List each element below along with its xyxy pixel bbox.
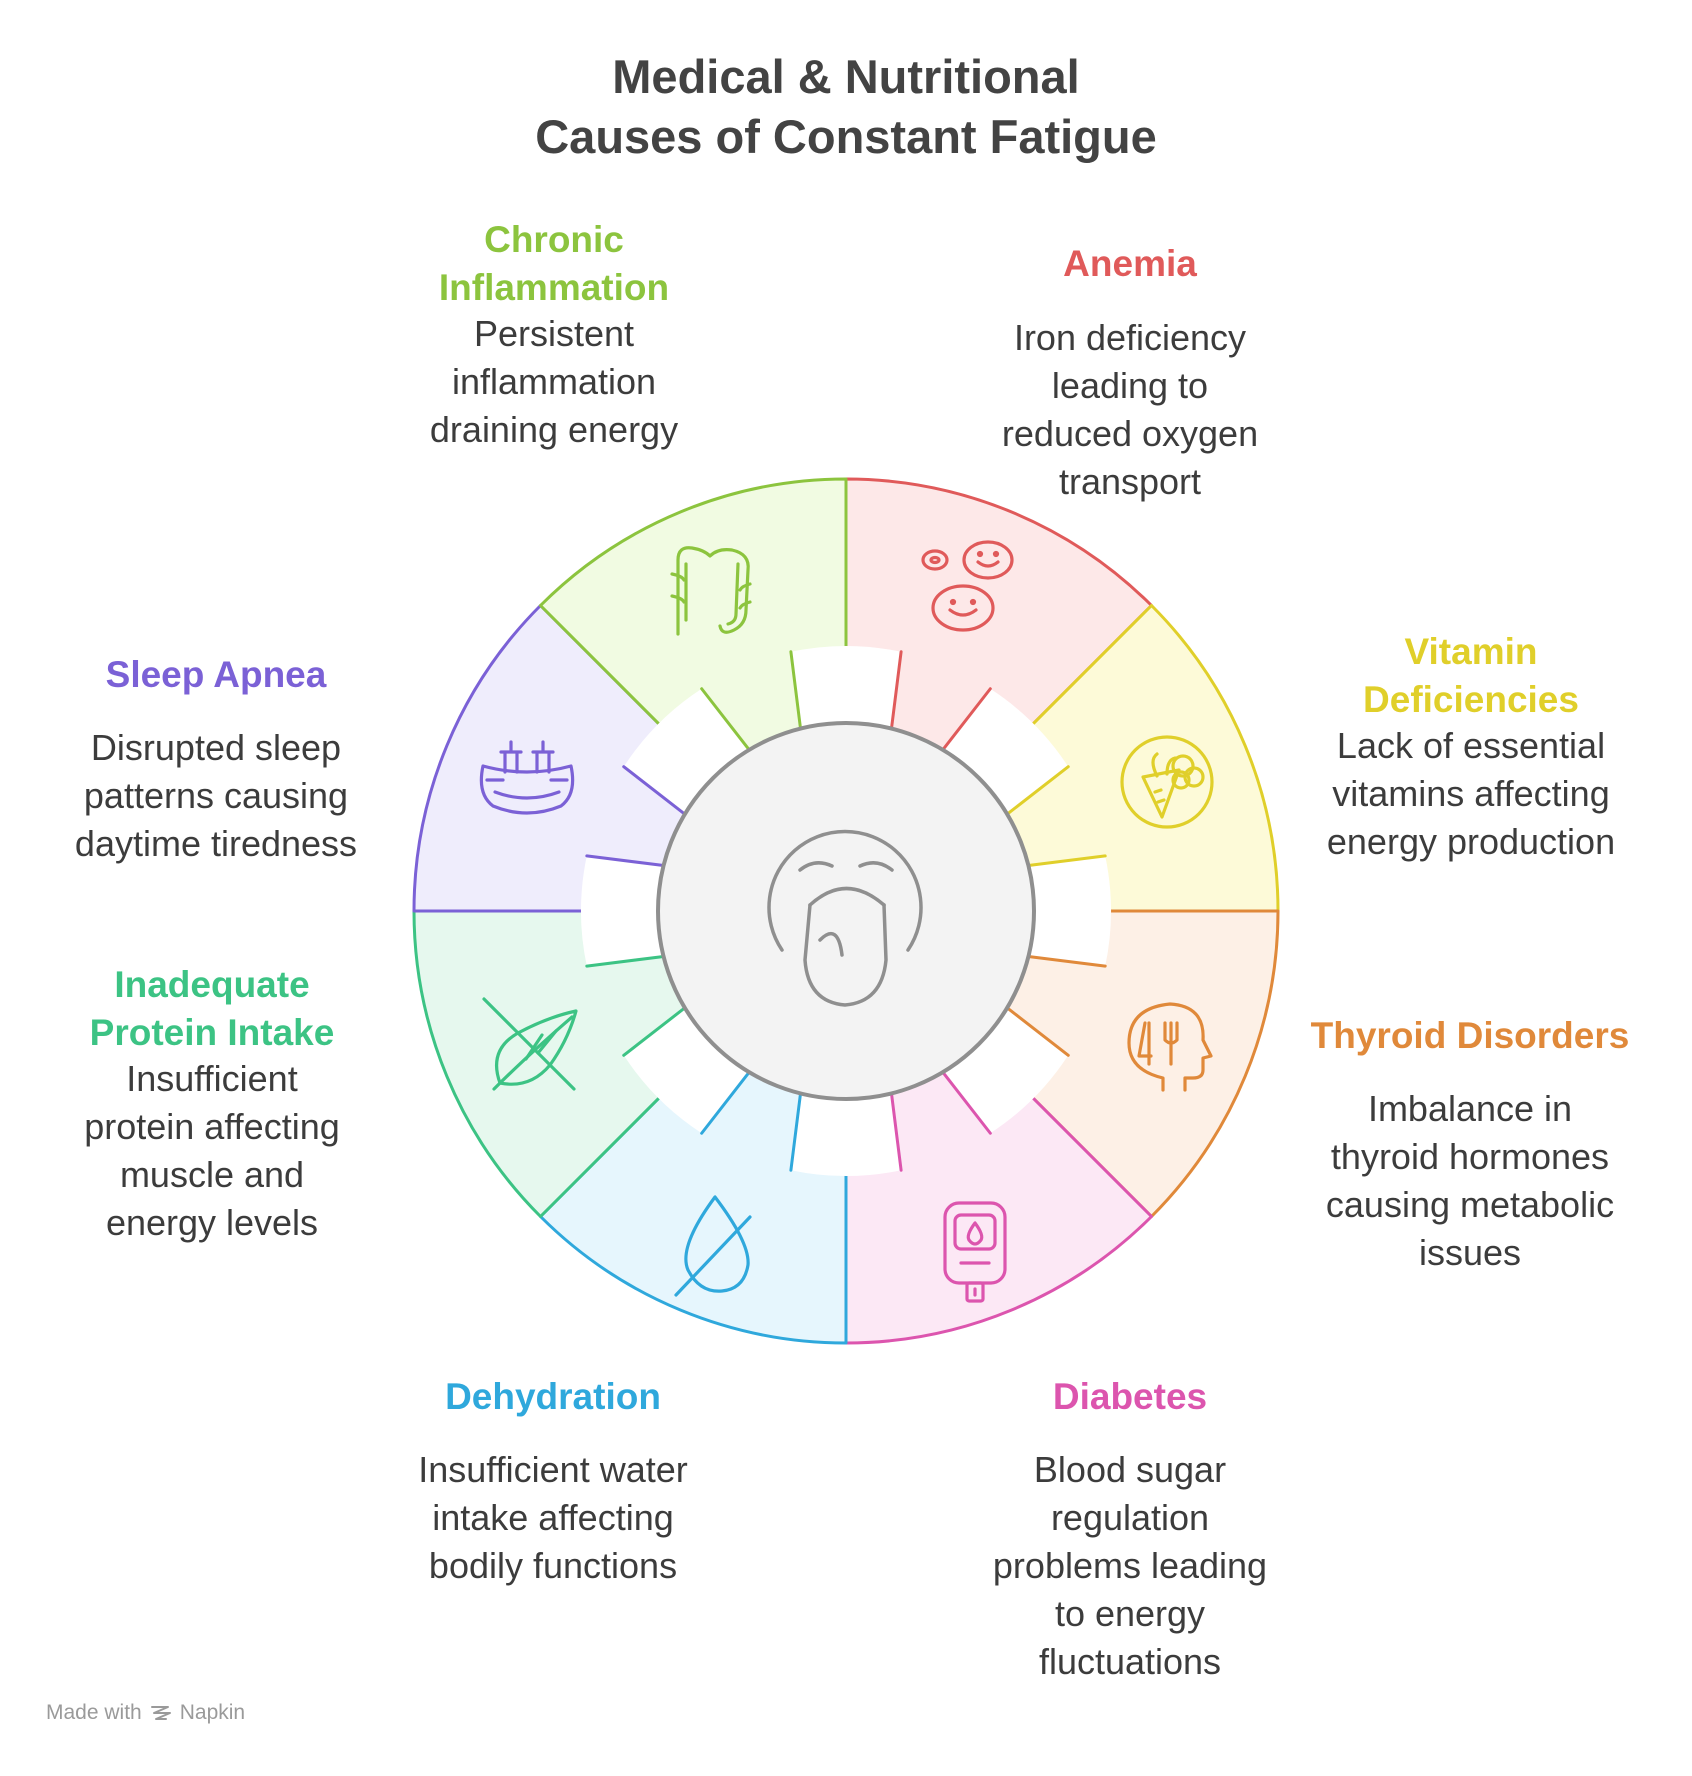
- segment-title-line: Thyroid Disorders: [1310, 1015, 1630, 1056]
- segment-description-line: Disrupted sleep: [90, 727, 342, 768]
- segment-title-line: Protein Intake: [89, 1012, 335, 1053]
- segment-description-chronic-inflammation: Persistent inflammation draining energy: [294, 310, 814, 454]
- segment-description-line: causing metabolic: [1325, 1184, 1615, 1225]
- gap-edge: [1026, 954, 1107, 968]
- segment-description-line: regulation: [1050, 1497, 1210, 1538]
- segment-gap: [581, 855, 664, 967]
- intestine-icon: [670, 546, 752, 636]
- segment-description-line: problems leading: [992, 1545, 1268, 1586]
- segment-gap: [623, 688, 750, 815]
- gap-edge: [941, 687, 992, 752]
- head-nutrition-icon: [1127, 1002, 1213, 1092]
- gap-edge: [941, 1070, 992, 1135]
- segment-description-line: energy levels: [105, 1202, 319, 1243]
- segment-gap: [1028, 855, 1111, 967]
- segment-description-line: energy production: [1326, 821, 1616, 862]
- segment-description-anemia: Iron deficiency leading to reduced oxygen t…: [870, 314, 1390, 506]
- gap-edge: [789, 650, 803, 731]
- footer-made-with: Made with: [46, 1701, 142, 1724]
- segment-description-line: transport: [1058, 461, 1202, 502]
- gap-edge: [1005, 765, 1070, 816]
- segment-description-line: Insufficient: [126, 1058, 298, 1099]
- segment-description-line: Lack of essential: [1336, 725, 1606, 766]
- glucose-meter-icon: [943, 1201, 1007, 1303]
- segment-description-line: Iron deficiency: [1013, 317, 1247, 358]
- gap-edge: [622, 1006, 687, 1057]
- footer-brand: Napkin: [179, 1701, 246, 1724]
- segment-description-vitamin-deficiencies: Lack of essential vitamins affecting energ…: [1211, 722, 1692, 866]
- segment-description-line: reduced oxygen: [1001, 413, 1259, 454]
- segment-description-sleep-apnea: Disrupted sleep patterns causing daytime t…: [0, 724, 476, 868]
- segment-title-line: Diabetes: [1052, 1376, 1208, 1417]
- segment-title-sleep-apnea: Sleep Apnea: [0, 651, 476, 699]
- segment-title-diabetes: Diabetes: [870, 1373, 1390, 1421]
- segment-title-line: Vitamin: [1404, 631, 1538, 672]
- segment-description-line: bodily functions: [428, 1545, 678, 1586]
- segment-description-line: Imbalance in: [1367, 1088, 1573, 1129]
- gap-edge: [622, 765, 687, 816]
- segment-description-line: leading to: [1051, 365, 1209, 406]
- segment-description-line: to energy: [1054, 1593, 1206, 1634]
- segment-gap: [942, 1007, 1069, 1134]
- napkin-logo-icon: [150, 1706, 171, 1720]
- segment-description-line: inflammation: [451, 361, 657, 402]
- footer-watermark: Made with Napkin: [46, 1701, 245, 1725]
- segment-description-line: muscle and: [119, 1154, 305, 1195]
- segment-title-dehydration: Dehydration: [293, 1373, 813, 1421]
- segment-title-line: Inadequate: [114, 964, 310, 1005]
- segment-description-dehydration: Insufficient water intake affecting bodily…: [293, 1446, 813, 1590]
- segment-title-line: Chronic: [484, 219, 624, 260]
- segment-title-line: Anemia: [1063, 243, 1197, 284]
- gap-edge: [789, 1091, 803, 1172]
- segment-description-thyroid-disorders: Imbalance in thyroid hormones causing meta…: [1210, 1085, 1692, 1277]
- segment-title-line: Inflammation: [438, 267, 670, 308]
- segment-description-line: thyroid hormones: [1330, 1136, 1610, 1177]
- gap-edge: [585, 854, 666, 868]
- segment-description-line: issues: [1418, 1232, 1522, 1273]
- segment-gap: [623, 1007, 750, 1134]
- center-circle: [656, 721, 1036, 1101]
- segment-title-anemia: Anemia: [870, 240, 1390, 288]
- segment-description-inadequate-protein-intake: Insufficient protein affecting muscle and e…: [0, 1055, 472, 1247]
- gap-edge: [889, 650, 903, 731]
- segment-gap: [790, 1093, 902, 1176]
- gap-edge: [889, 1091, 903, 1172]
- segment-description-line: Blood sugar: [1033, 1449, 1227, 1490]
- gap-edge: [700, 687, 751, 752]
- page-title-line-2: Causes of Constant Fatigue: [535, 110, 1157, 163]
- fatigued-face-icon: [767, 829, 923, 1007]
- gap-edge: [1026, 854, 1107, 868]
- vegetables-icon: [1120, 735, 1214, 829]
- segment-description-diabetes: Blood sugar regulation problems leading to …: [870, 1446, 1390, 1686]
- segment-description-line: draining energy: [429, 409, 679, 450]
- gap-edge: [585, 954, 666, 968]
- segment-title-line: Dehydration: [445, 1376, 661, 1417]
- no-water-drop-icon: [674, 1195, 752, 1297]
- segment-description-line: daytime tiredness: [74, 823, 358, 864]
- segment-title-thyroid-disorders: Thyroid Disorders: [1210, 1012, 1692, 1060]
- segment-description-line: patterns causing: [83, 775, 349, 816]
- gap-edge: [1005, 1006, 1070, 1057]
- page-title-line-1: Medical & Nutritional: [612, 50, 1080, 103]
- segment-gap: [790, 646, 902, 729]
- gap-edge: [700, 1070, 751, 1135]
- segment-description-line: protein affecting: [84, 1106, 340, 1147]
- segment-description-line: Insufficient water: [418, 1449, 688, 1490]
- no-leaf-icon: [482, 997, 578, 1091]
- segment-title-line: Deficiencies: [1363, 679, 1579, 720]
- segment-description-line: Persistent: [473, 313, 635, 354]
- segment-description-line: fluctuations: [1038, 1641, 1222, 1682]
- segment-description-line: vitamins affecting: [1332, 773, 1610, 814]
- segment-title-line: Sleep Apnea: [105, 654, 327, 695]
- cpap-mask-icon: [479, 740, 575, 815]
- segment-gap: [942, 688, 1069, 815]
- segment-description-line: intake affecting: [432, 1497, 674, 1538]
- red-blood-cells-icon: [921, 540, 1014, 632]
